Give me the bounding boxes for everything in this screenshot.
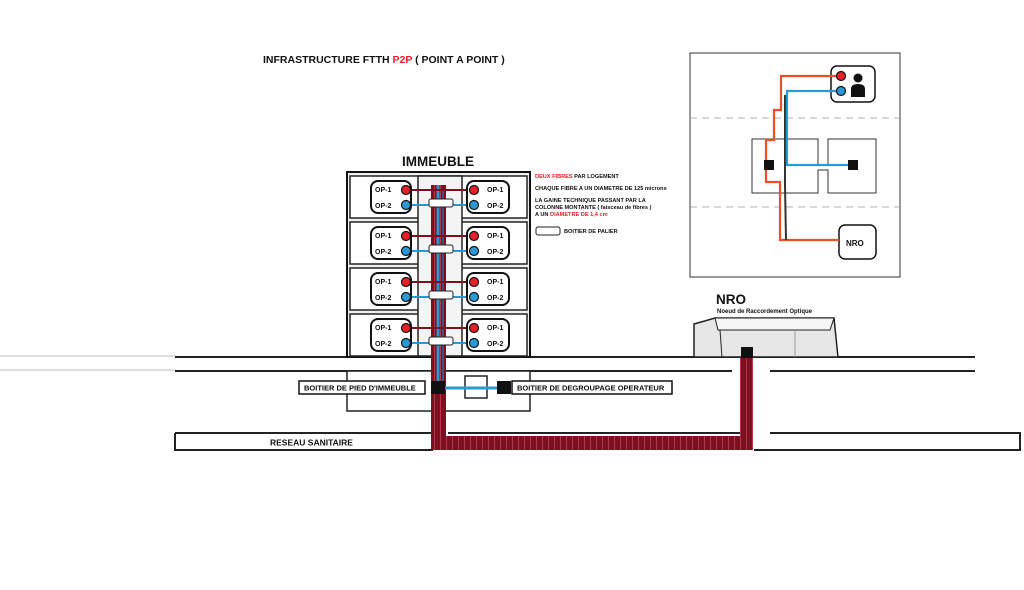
svg-text:LA GAINE TECHNIQUE PASSANT PAR: LA GAINE TECHNIQUE PASSANT PAR LA xyxy=(535,198,646,204)
svg-text:DEUX FIBRES PAR LOGEMENT: DEUX FIBRES PAR LOGEMENT xyxy=(535,174,619,180)
svg-text:OP-2: OP-2 xyxy=(487,203,503,210)
svg-text:OP-1: OP-1 xyxy=(375,187,391,194)
svg-text:OP-2: OP-2 xyxy=(487,341,503,348)
svg-text:OP-2: OP-2 xyxy=(375,295,391,302)
inset-schematic: NRO xyxy=(689,52,901,278)
svg-text:OP-2: OP-2 xyxy=(487,249,503,256)
svg-text:OP-1: OP-1 xyxy=(487,325,503,332)
building-label: IMMEUBLE xyxy=(402,154,474,169)
nro-subtitle: Noeud de Raccordement Optique xyxy=(717,309,813,315)
user-icon xyxy=(853,73,863,83)
svg-text:BOITIER DE DEGROUPAGE OPERATEU: BOITIER DE DEGROUPAGE OPERATEUR xyxy=(517,384,665,393)
floor-1: OP-1 OP-2 OP-1 OP-2 xyxy=(370,180,510,214)
diagram-title: INFRASTRUCTURE FTTH P2P ( POINT A POINT … xyxy=(263,54,505,66)
svg-text:OP-1: OP-1 xyxy=(375,325,391,332)
svg-text:BOITIER DE PALIER: BOITIER DE PALIER xyxy=(564,229,618,235)
svg-text:OP-1: OP-1 xyxy=(375,233,391,240)
svg-text:OP-1: OP-1 xyxy=(375,279,391,286)
svg-text:OP-1: OP-1 xyxy=(487,233,503,240)
svg-text:COLONNE MONTANTE ( faisceau de: COLONNE MONTANTE ( faisceau de fibres ) xyxy=(535,205,652,211)
palier-box-legend xyxy=(535,226,561,236)
nro-building xyxy=(693,317,839,358)
svg-text:CHAQUE FIBRE A UN DIAMETRE DE: CHAQUE FIBRE A UN DIAMETRE DE 125 micron… xyxy=(535,186,667,192)
floor-4: OP-1 OP-2 OP-1 OP-2 xyxy=(370,318,510,352)
floor-2: OP-1 OP-2 OP-1 OP-2 xyxy=(370,226,510,260)
svg-text:OP-1: OP-1 xyxy=(487,279,503,286)
inset-nro-label: NRO xyxy=(846,239,864,248)
svg-text:OP-2: OP-2 xyxy=(487,295,503,302)
svg-text:OP-2: OP-2 xyxy=(375,249,391,256)
svg-text:A UN DIAMETRE DE 1,4 cm: A UN DIAMETRE DE 1,4 cm xyxy=(535,212,608,218)
annotations: DEUX FIBRES PAR LOGEMENT CHAQUE FIBRE A … xyxy=(535,174,667,236)
svg-text:OP-2: OP-2 xyxy=(375,203,391,210)
reseau-label: RESEAU SANITAIRE xyxy=(270,438,353,448)
nro-title: NRO xyxy=(716,292,746,307)
reseau-sanitaire xyxy=(174,432,1021,451)
svg-text:OP-1: OP-1 xyxy=(487,187,503,194)
svg-text:OP-2: OP-2 xyxy=(375,341,391,348)
ground-lines xyxy=(0,355,975,372)
floor-3: OP-1 OP-2 OP-1 OP-2 xyxy=(370,272,510,306)
svg-text:BOITIER DE PIED D'IMMEUBLE: BOITIER DE PIED D'IMMEUBLE xyxy=(304,384,416,393)
pied-immeuble-box: BOITIER DE PIED D'IMMEUBLE xyxy=(298,380,445,395)
degroupage-box: BOITIER DE DEGROUPAGE OPERATEUR xyxy=(497,380,673,395)
